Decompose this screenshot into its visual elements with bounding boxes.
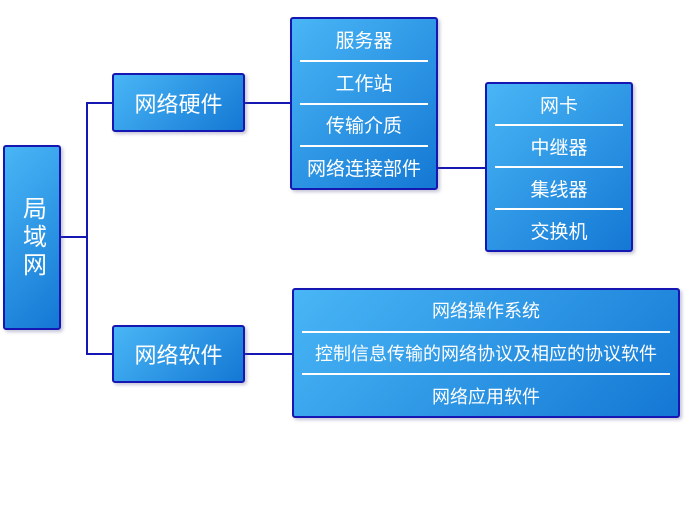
connector-software-to-components bbox=[245, 353, 292, 355]
divider bbox=[300, 145, 428, 148]
node-network-hardware: 网络硬件 bbox=[112, 73, 245, 132]
divider bbox=[495, 166, 623, 168]
divider bbox=[300, 59, 428, 62]
divider bbox=[302, 330, 670, 333]
connector-hardware-to-components bbox=[245, 102, 290, 104]
connector-trunk-vertical bbox=[86, 102, 88, 355]
divider bbox=[300, 102, 428, 105]
list-item-workstation: 工作站 bbox=[335, 73, 393, 95]
connector-trunk-to-hardware bbox=[86, 102, 112, 104]
list-item-repeater: 中继器 bbox=[530, 137, 588, 159]
divider bbox=[495, 124, 623, 126]
connector-trunk-to-software bbox=[86, 353, 112, 355]
list-item-transmission-medium: 传输介质 bbox=[325, 116, 402, 138]
list-item-server: 服务器 bbox=[335, 30, 393, 52]
list-item-switch: 交换机 bbox=[530, 221, 588, 243]
connector-root-to-trunk bbox=[61, 236, 88, 238]
list-item-network-applications: 网络应用软件 bbox=[432, 386, 540, 407]
divider bbox=[495, 208, 623, 210]
list-item-network-card: 网卡 bbox=[539, 95, 578, 117]
node-lan: 局域网 bbox=[3, 145, 61, 330]
connector-components-to-connection-parts bbox=[438, 167, 485, 169]
node-network-software: 网络软件 bbox=[112, 325, 245, 383]
node-software-components: 网络操作系统 控制信息传输的网络协议及相应的协议软件 网络应用软件 bbox=[292, 288, 680, 418]
node-network-hardware-label: 网络硬件 bbox=[134, 91, 223, 117]
node-lan-label: 局域网 bbox=[18, 195, 46, 280]
list-item-network-os: 网络操作系统 bbox=[432, 301, 540, 322]
node-connection-parts: 网卡 中继器 集线器 交换机 bbox=[485, 82, 633, 252]
node-network-software-label: 网络软件 bbox=[134, 343, 223, 368]
list-item-hub: 集线器 bbox=[530, 179, 588, 201]
divider bbox=[302, 373, 670, 376]
node-hardware-components: 服务器 工作站 传输介质 网络连接部件 bbox=[290, 17, 438, 190]
list-item-connection-parts: 网络连接部件 bbox=[306, 159, 421, 181]
list-item-network-protocols: 控制信息传输的网络协议及相应的协议软件 bbox=[315, 344, 657, 364]
